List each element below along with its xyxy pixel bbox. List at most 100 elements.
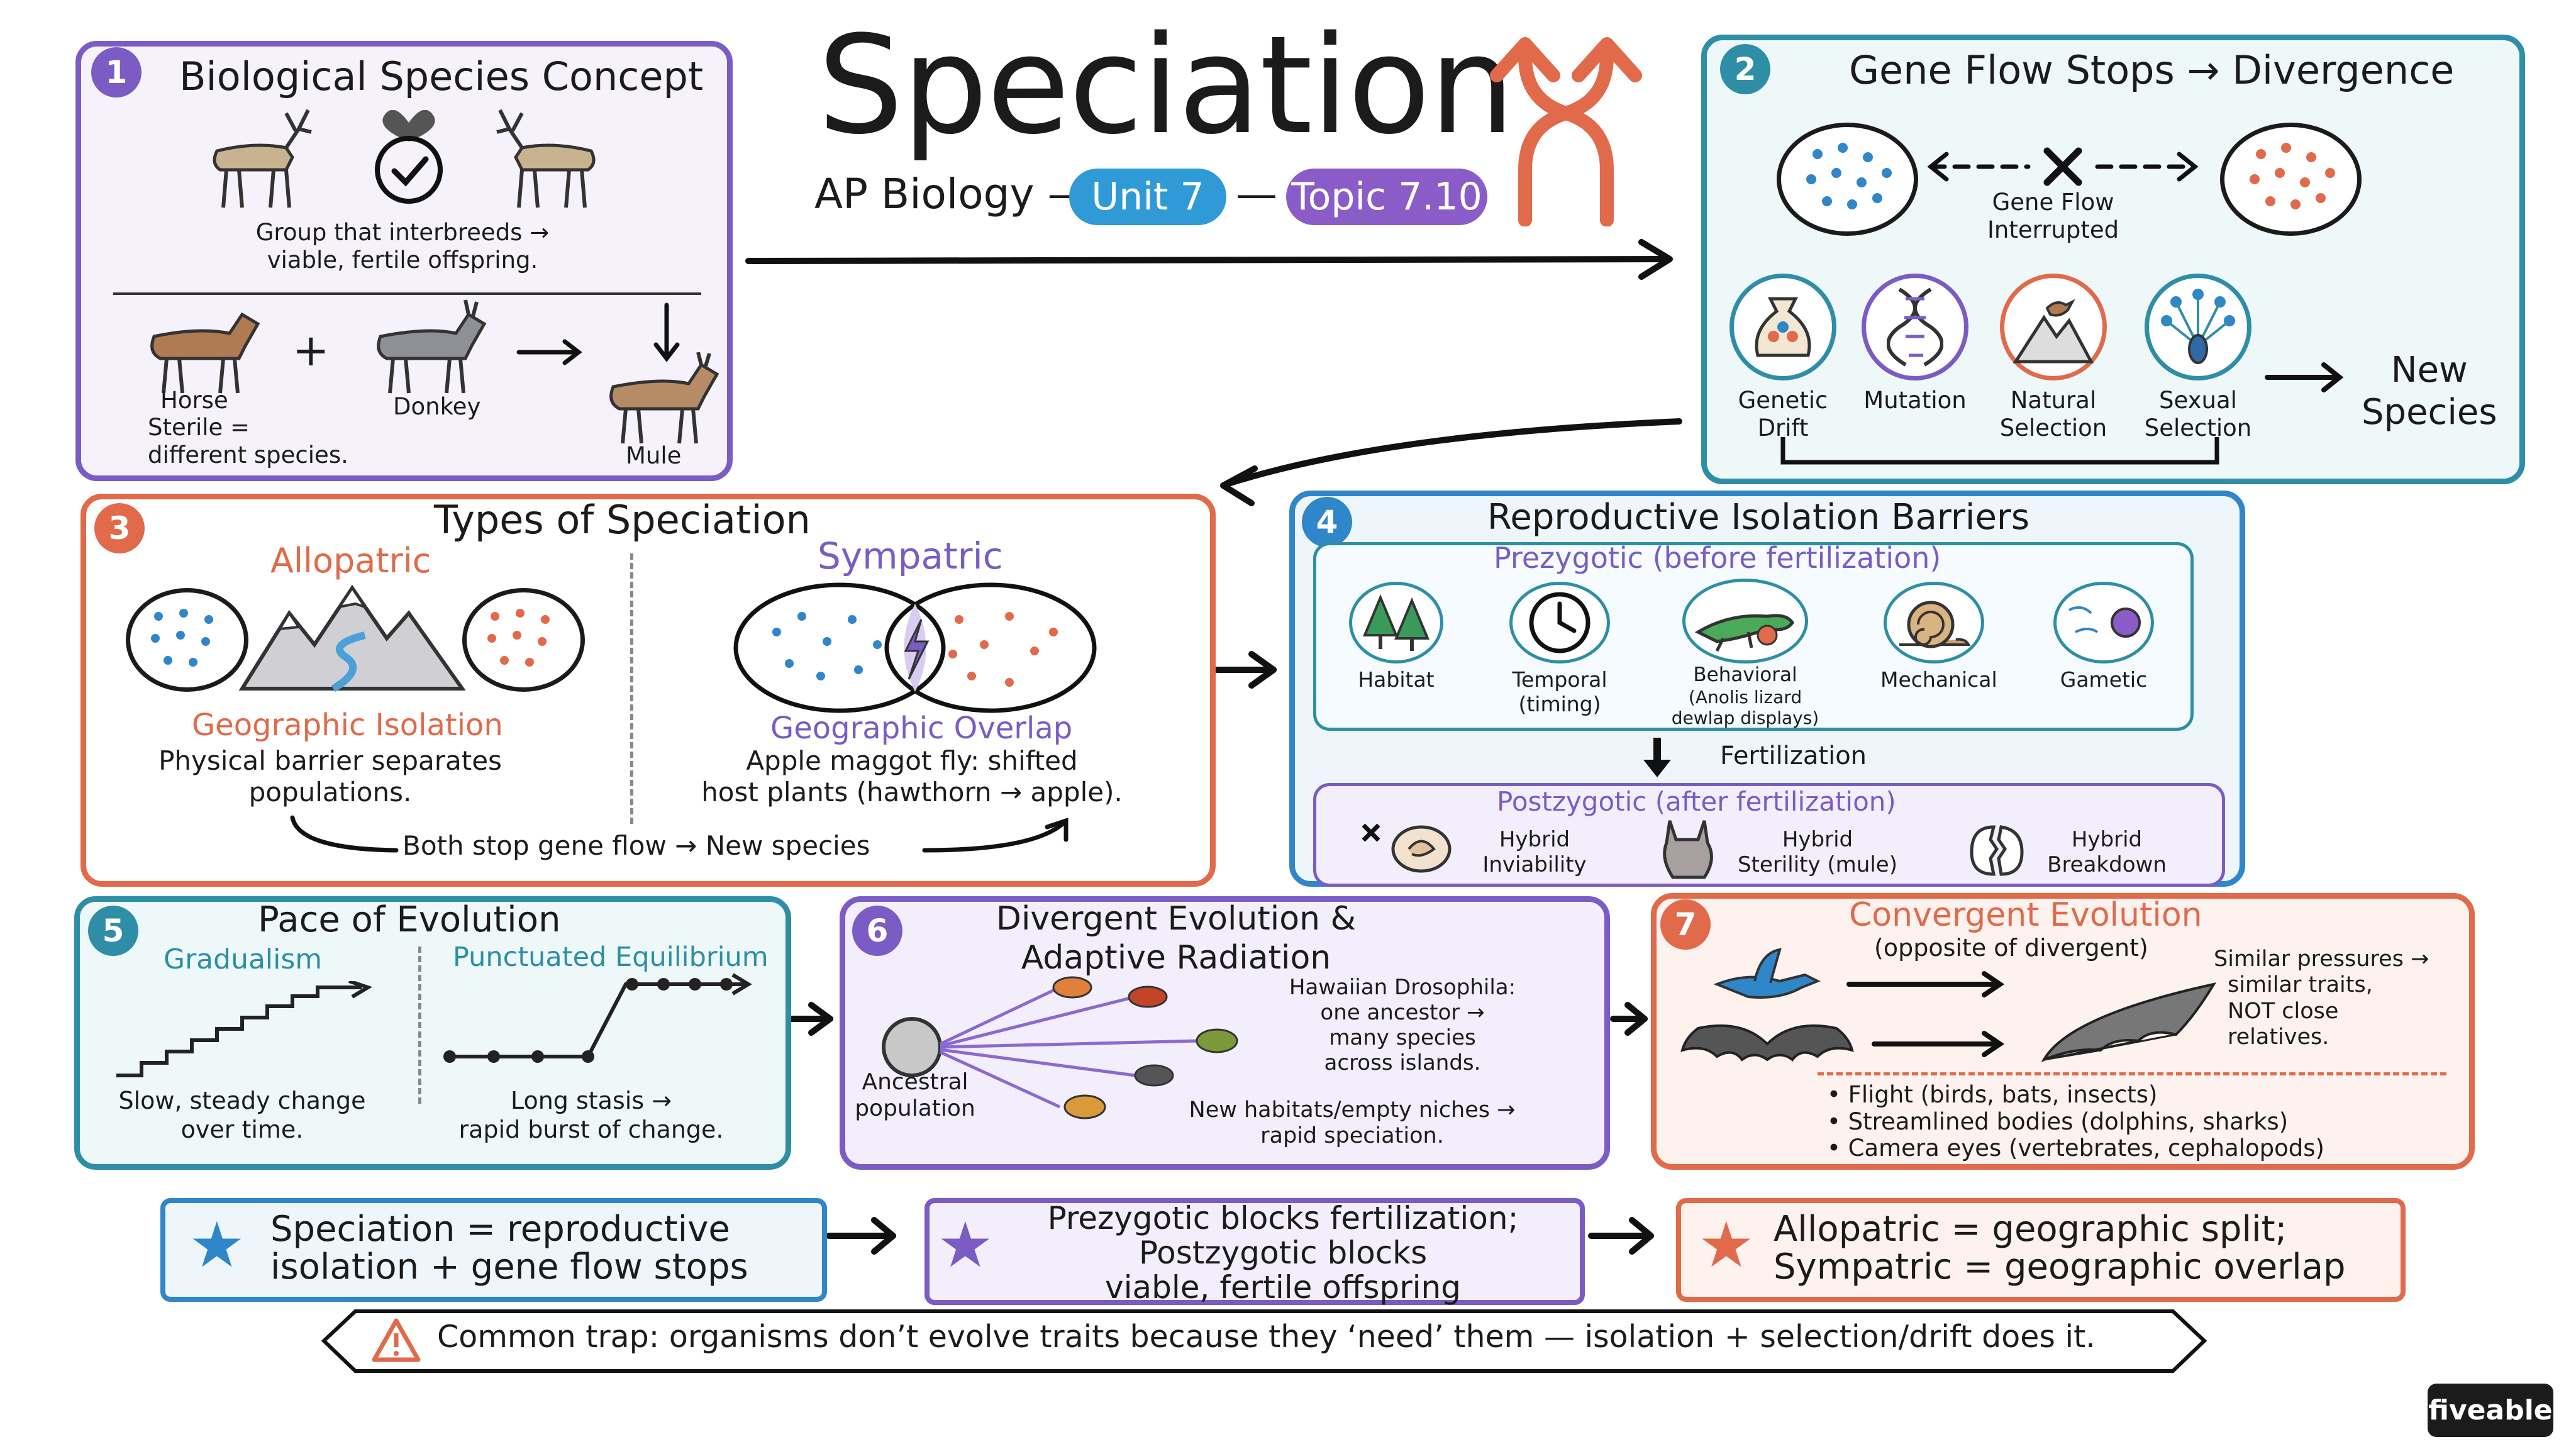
arrow-down-icon — [653, 303, 680, 362]
panel-number: 2 — [1720, 44, 1770, 94]
heart-check-icon — [375, 110, 443, 204]
similar-pressures-text: Similar pressures →similar traits,NOT cl… — [2214, 947, 2429, 1050]
panel-number: 1 — [91, 47, 142, 97]
plus-sign: + — [292, 325, 330, 376]
branching-arrows-icon — [1490, 37, 1642, 226]
panel-number: 7 — [1660, 899, 1711, 950]
species-definition: Group that interbreeds →viable, fertile … — [255, 219, 550, 274]
panel-number: 4 — [1302, 497, 1352, 547]
topic-pill: Topic 7.10 — [1286, 169, 1487, 225]
arrow-right-icon — [2265, 362, 2344, 392]
donkey-icon — [377, 299, 487, 394]
geographic-isolation-label: Geographic Isolation — [192, 708, 503, 743]
panel-number: 3 — [94, 503, 145, 553]
wing-icon — [2041, 982, 2217, 1062]
panel-title: Convergent Evolution — [1849, 896, 2202, 934]
summary-box-1 — [160, 1198, 827, 1302]
mule-icon — [609, 352, 719, 444]
barrier-label-temporal: Temporal(timing) — [1512, 667, 1607, 716]
panel-title: Reproductive Isolation Barriers — [1487, 497, 2030, 538]
arrow-right-icon — [1846, 971, 2005, 997]
bag-icon — [1755, 297, 1811, 357]
dna-icon — [1887, 287, 1943, 367]
clock-icon — [1529, 592, 1591, 653]
curved-arrows — [290, 815, 1069, 853]
punctuated-desc: Long stasis →rapid burst of change. — [458, 1087, 724, 1143]
postzygotic-box — [1313, 783, 2225, 887]
barrier-label-habitat: Habitat — [1358, 667, 1435, 692]
deer-right-icon — [496, 109, 596, 208]
sympatric-label: Sympatric — [818, 535, 1003, 577]
panel-title: Biological Species Concept — [179, 53, 704, 99]
subtitle: AP Biology — — [814, 170, 1089, 218]
adaptive-radiation-icon — [882, 976, 1238, 1119]
section-divider — [630, 553, 633, 824]
trees-icon — [1363, 594, 1430, 651]
peacock-icon — [2161, 289, 2235, 364]
postzygotic-label: Postzygotic (after fertilization) — [1497, 786, 1896, 817]
sperm-egg-icon — [2068, 606, 2141, 638]
section-divider — [418, 947, 421, 1104]
convergent-examples: • Flight (birds, bats, insects) • Stream… — [1827, 1081, 2324, 1162]
unit-pill: Unit 7 — [1069, 169, 1226, 225]
panel-divergent-evolution — [840, 896, 1610, 1170]
summary-text-2: Prezygotic blocks fertilization;Postzygo… — [1047, 1200, 1519, 1306]
hybrid-inviability-icon — [1362, 823, 1452, 873]
habitat-icon — [1349, 582, 1443, 663]
overlapping-populations-icon — [733, 582, 1097, 713]
summary-box-2 — [924, 1198, 1585, 1305]
arrow-down-icon — [1643, 738, 1671, 777]
lizard-icon — [1694, 614, 1795, 652]
panel-number: 5 — [88, 906, 138, 956]
fertilization-label: Fertilization — [1720, 741, 1867, 770]
summary-box-3 — [1676, 1198, 2406, 1302]
factor-label-mutation: Mutation — [1863, 387, 1967, 414]
panel-title: Pace of Evolution — [258, 899, 561, 940]
donkey-label: Donkey — [393, 393, 481, 420]
blue-dots — [1806, 143, 1892, 209]
arrow-right-icon — [1872, 1031, 2005, 1057]
mutation-icon — [1862, 274, 1968, 380]
dashed-divider — [1818, 1072, 2446, 1075]
star-icon: ★ — [189, 1208, 245, 1282]
panel-title: Divergent Evolution &Adaptive Radiation — [996, 900, 1357, 977]
both-stop-gene-flow: Both stop gene flow → New species — [402, 830, 870, 861]
panel-title: Gene Flow Stops → Divergence — [1849, 47, 2455, 93]
red-dots — [2250, 143, 2335, 209]
panel-number: 6 — [852, 906, 902, 956]
summary-text-3: Allopatric = geographic split;Sympatric … — [1774, 1209, 2346, 1288]
star-icon: ★ — [1698, 1208, 1755, 1282]
bat-icon — [1680, 1024, 1854, 1062]
mountain-barrier-icon — [239, 584, 465, 692]
mule-label: Mule — [626, 442, 682, 469]
horse-icon — [150, 312, 260, 394]
star-icon: ★ — [937, 1208, 994, 1282]
red-dots — [487, 609, 550, 667]
barrier-label-gametic: Gametic — [2060, 667, 2148, 692]
population-red — [2220, 123, 2362, 236]
convergent-subtitle: (opposite of divergent) — [1874, 934, 2148, 962]
page-title: Speciation — [818, 6, 1515, 164]
gene-flow-blocked-icon — [1927, 147, 2199, 186]
sterile-note: Sterile =different species. — [148, 414, 348, 469]
gradualism-graph — [116, 981, 373, 1077]
prezygotic-label: Prezygotic (before fertilization) — [1494, 541, 1941, 575]
mule-head-icon — [1663, 820, 1713, 879]
allopatric-label: Allopatric — [270, 541, 431, 580]
bird-on-mountain-icon — [2012, 299, 2094, 364]
population-blue — [1777, 123, 1918, 236]
warning-icon — [372, 1318, 421, 1362]
deer-left-icon — [213, 109, 312, 208]
blue-dots — [151, 609, 213, 667]
geographic-overlap-label: Geographic Overlap — [770, 711, 1073, 746]
